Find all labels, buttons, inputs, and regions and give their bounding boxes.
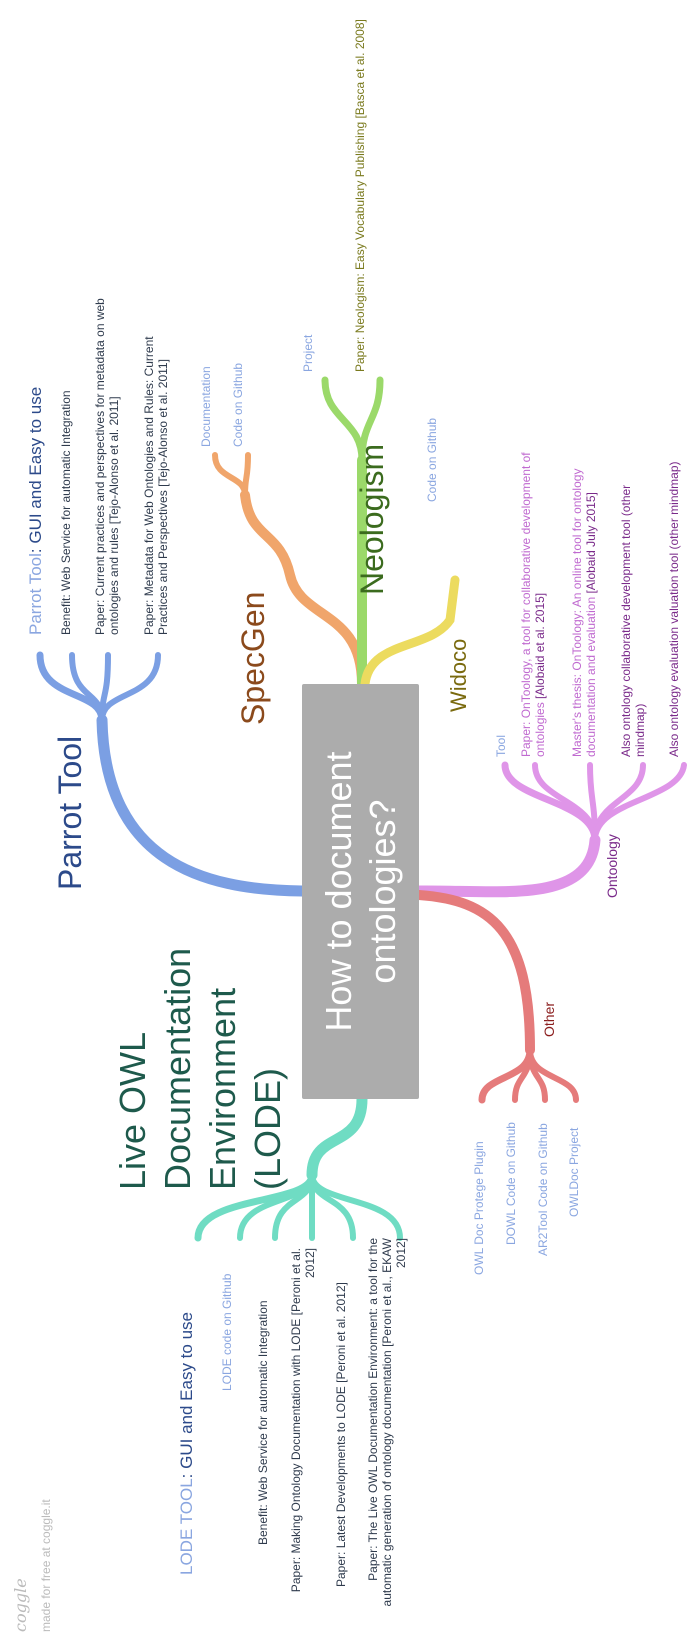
other-item-ar2tool[interactable]: AR2Tool Code on Github (536, 1123, 550, 1256)
specgen-code-link[interactable]: Code on Github (231, 362, 245, 447)
ontoology-also-collaborative: Also ontology collaborative development … (619, 484, 647, 757)
parrot-tool-line: Parrot Tool: GUI and Easy to use (26, 387, 46, 635)
widoco-code-link[interactable]: Code on Github (425, 417, 439, 502)
widoco-branch (360, 575, 460, 689)
ontoology-thesis: Master's thesis: OnToology: An online to… (570, 437, 599, 757)
lode-tool-link[interactable]: LODE TOOL (177, 1478, 196, 1575)
coggle-logo: coggle (11, 1578, 30, 1632)
lode-paper-3: Paper: The Live OWL Documentation Enviro… (366, 1238, 408, 1607)
other-branch (414, 890, 579, 1104)
parrot-paper-1: Paper: Current practices and perspective… (93, 298, 121, 635)
lode-branch (194, 1093, 403, 1242)
parrot-tool-link[interactable]: Parrot Tool (26, 553, 45, 635)
ontoology-also-evaluation: Also ontology evaluation valuation tool … (667, 461, 681, 757)
ontoology-tool-link[interactable]: Tool (494, 734, 508, 757)
neologism-branch (321, 376, 384, 689)
other-heading[interactable]: Other (541, 1001, 557, 1037)
specgen-heading[interactable]: SpecGen (235, 591, 271, 725)
widoco-heading[interactable]: Widoco (446, 638, 471, 712)
ontoology-paper-ref: [Alobaid et al. 2015] (532, 592, 547, 703)
lode-benefit: Benefit: Web Service for automatic Integ… (256, 1300, 270, 1545)
other-item-owl-doc-protege[interactable]: OWL Doc Protege Plugin (472, 1141, 486, 1275)
lode-heading[interactable]: Live OWL Documentation Environment (LODE… (112, 947, 288, 1190)
lode-paper-2: Paper: Latest Developments to LODE [Pero… (334, 1282, 348, 1587)
lode-tool-rest: : GUI and Easy to use (177, 1312, 196, 1479)
parrot-branch (36, 651, 308, 897)
parrot-benefit: Benefit: Web Service for automatic Integ… (59, 390, 73, 635)
lode-paper-1: Paper: Making Ontology Documentation wit… (289, 1248, 317, 1593)
other-item-owldoc-project[interactable]: OWLDoc Project (567, 1127, 581, 1217)
ontoology-heading[interactable]: Ontoology (604, 834, 620, 898)
neologism-heading[interactable]: Neologism (354, 443, 390, 595)
specgen-branch (212, 452, 367, 689)
other-item-dowl[interactable]: DOWL Code on Github (504, 1122, 518, 1245)
parrot-paper-2: Paper: Metadata for Web Ontologies and R… (142, 336, 170, 635)
parrot-tool-rest: : GUI and Easy to use (26, 386, 45, 554)
ontoology-branch (413, 761, 687, 898)
ontoology-thesis-ref: [Alobaid July 2015] (583, 492, 598, 597)
lode-tool-line: LODE TOOL: GUI and Easy to use (177, 1312, 197, 1575)
central-node[interactable]: How to document ontologies? (302, 684, 419, 1099)
specgen-documentation-link[interactable]: Documentation (199, 366, 213, 447)
central-node-title: How to document ontologies? (318, 751, 403, 1032)
lode-code-link[interactable]: LODE code on Github (220, 1273, 234, 1391)
neologism-project-link[interactable]: Project (301, 334, 315, 372)
neologism-paper: Paper: Neologism: Easy Vocabulary Publis… (353, 19, 367, 372)
ontoology-paper: Paper: OnToology, a tool for collaborati… (519, 407, 548, 757)
parrot-heading[interactable]: Parrot Tool (52, 735, 88, 890)
coggle-tagline[interactable]: made for free at coggle.it (39, 1499, 53, 1632)
